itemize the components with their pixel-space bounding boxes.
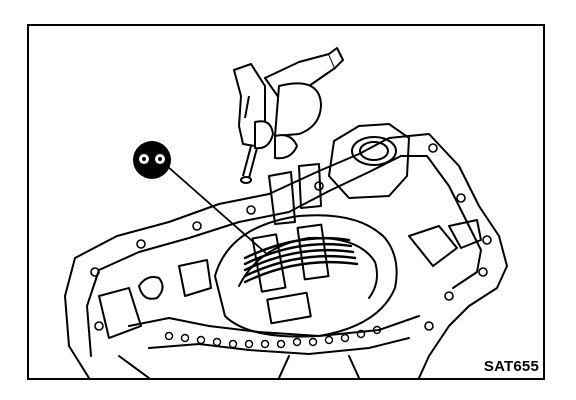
case-outline: [64, 133, 508, 378]
air-gun-icon: [233, 47, 344, 160]
callout-leader: [166, 165, 268, 255]
case-inner-flange: [86, 155, 482, 357]
rear-boss: [328, 123, 410, 199]
figure-code-label: SAT655: [483, 358, 539, 375]
bolt-holes: [90, 143, 492, 331]
two-dot-tool-symbol: [133, 141, 171, 179]
clutch-plates: [243, 236, 359, 284]
transmission-illustration: [64, 47, 508, 378]
boss-bore: [351, 136, 397, 166]
clutch-drum: [214, 214, 398, 338]
figure-frame: SAT655: [27, 24, 545, 380]
lower-bolt-chain: [164, 325, 382, 349]
